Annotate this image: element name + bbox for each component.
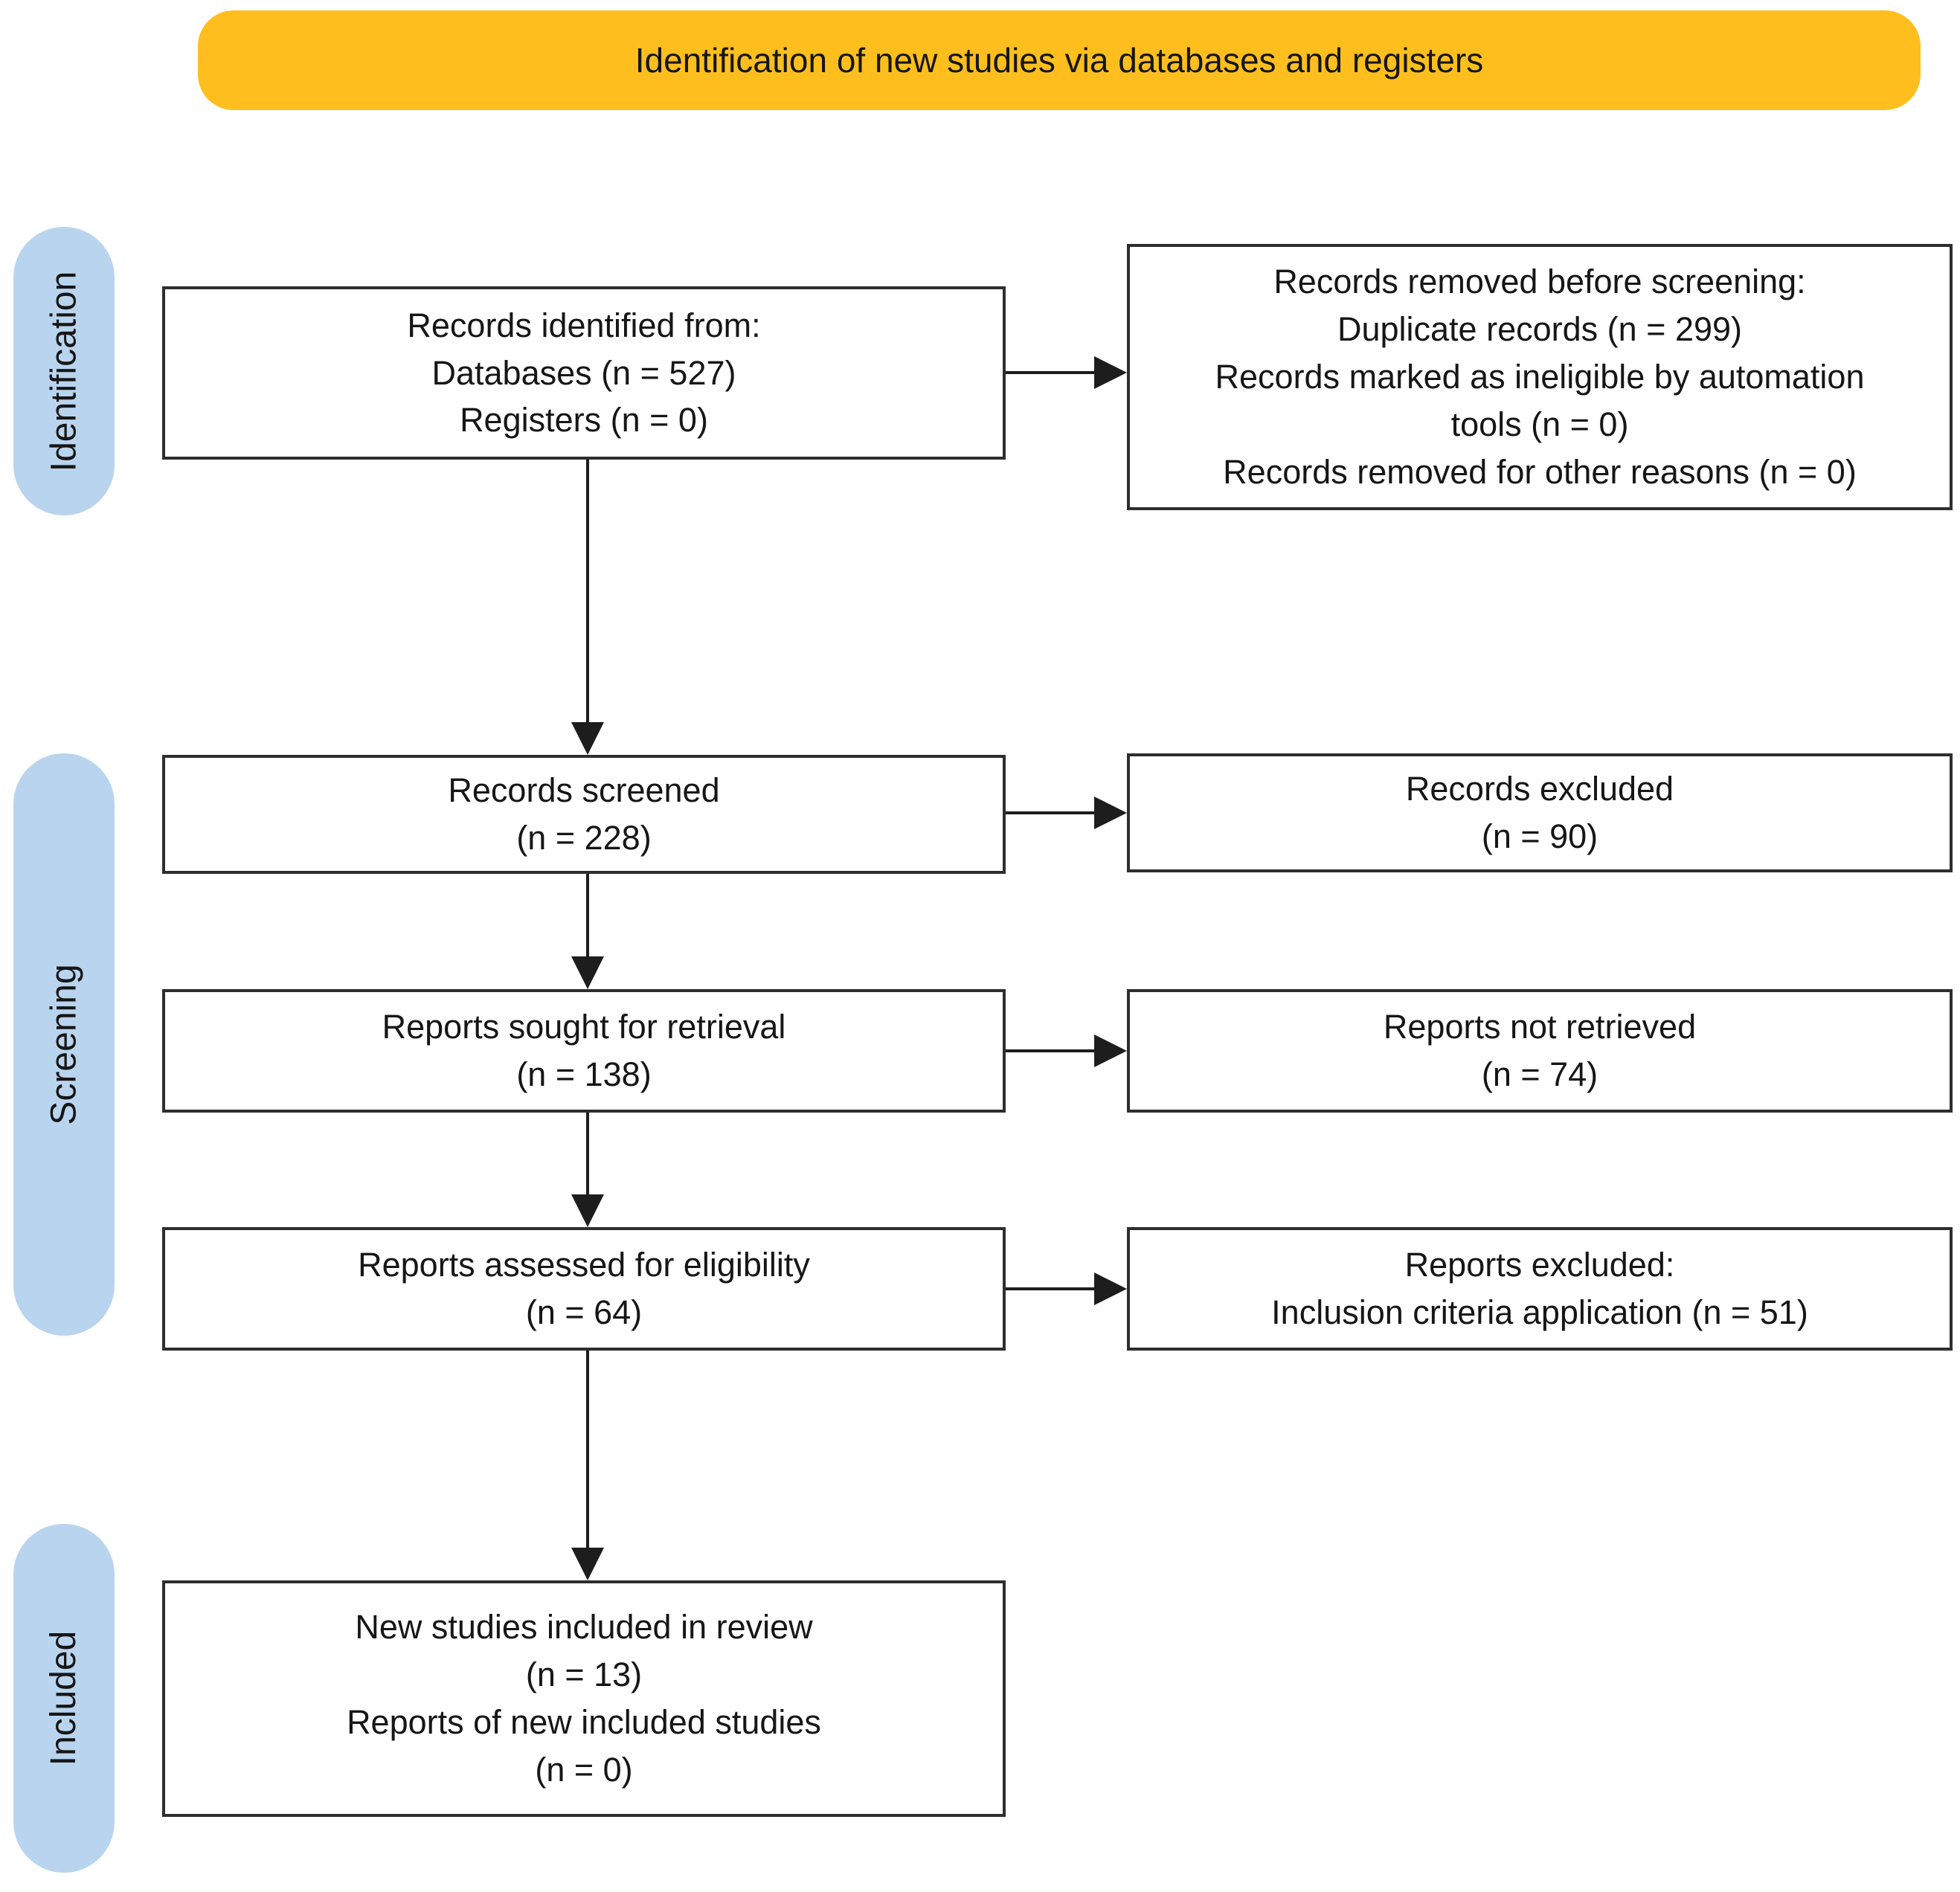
arrow-line-assessed-to-included [586,1351,589,1548]
stage-label-identification: Identification [13,227,115,515]
stage-label-included-text: Included [44,1630,84,1766]
box-text-line: (n = 13) [525,1656,643,1694]
arrowhead-down-icon [571,1194,604,1227]
box-records-screened: Records screened (n = 228) [162,755,1006,874]
arrow-line-assessed-to-reports-excluded [1006,1287,1096,1290]
arrow-line-screened-to-excluded [1006,811,1096,814]
box-text-line: Duplicate records (n = 299) [1337,310,1743,349]
box-reports-sought: Reports sought for retrieval (n = 138) [162,989,1006,1113]
box-text-line: (n = 138) [516,1055,652,1093]
arrow-line-sought-to-not-retrieved [1006,1049,1096,1052]
arrowhead-right-icon [1094,356,1127,389]
box-reports-assessed: Reports assessed for eligibility (n = 64… [162,1227,1006,1351]
arrowhead-right-icon [1094,797,1127,829]
box-text-line: Reports excluded: [1404,1246,1675,1284]
box-records-identified: Records identified from: Databases (n = … [162,286,1006,460]
stage-label-screening-text: Screening [44,964,84,1125]
arrow-line-sought-to-assessed [586,1113,589,1196]
box-text-line: Inclusion criteria application (n = 51) [1271,1293,1808,1331]
box-text-line: Records removed for other reasons (n = 0… [1223,452,1857,491]
arrowhead-down-icon [571,722,604,755]
box-text-line: Records marked as ineligible by automati… [1215,358,1865,443]
box-text-line: Registers (n = 0) [460,401,708,440]
box-text-line: (n = 64) [525,1293,643,1331]
box-text-line: Reports of new included studies [347,1703,821,1741]
box-reports-not-retrieved: Reports not retrieved (n = 74) [1127,989,1953,1113]
box-text-line: Databases (n = 527) [431,353,736,392]
box-text-line: Reports not retrieved [1383,1008,1697,1046]
stage-label-screening: Screening [13,753,115,1336]
stage-label-identification-text: Identification [44,271,84,472]
stage-label-included: Included [13,1524,115,1873]
box-text-line: Reports sought for retrieval [382,1008,786,1046]
arrowhead-down-icon [571,1548,604,1580]
banner-title: Identification of new studies via databa… [198,10,1921,110]
box-text-line: (n = 90) [1481,817,1598,855]
arrowhead-down-icon [571,956,604,989]
arrow-line-screened-to-sought [586,874,589,958]
box-text-line: Records screened [448,771,720,810]
box-reports-excluded: Reports excluded: Inclusion criteria app… [1127,1227,1953,1351]
box-records-removed: Records removed before screening: Duplic… [1127,244,1953,510]
arrowhead-right-icon [1094,1272,1127,1305]
box-text-line: Reports assessed for eligibility [358,1246,810,1284]
box-records-excluded: Records excluded (n = 90) [1127,753,1953,872]
box-text-line: Records removed before screening: [1273,263,1806,301]
box-text-line: New studies included in review [355,1608,813,1647]
box-new-studies-included: New studies included in review (n = 13) … [162,1580,1006,1817]
box-text-line: Records identified from: [407,306,761,344]
box-text-line: Records excluded [1405,770,1674,808]
arrowhead-right-icon [1094,1035,1127,1067]
arrow-line-identified-to-removed [1006,371,1096,374]
arrow-line-identified-to-screened [586,460,589,724]
box-text-line: (n = 228) [516,819,652,857]
box-text-line: (n = 74) [1481,1055,1598,1093]
box-text-line: (n = 0) [535,1750,633,1789]
